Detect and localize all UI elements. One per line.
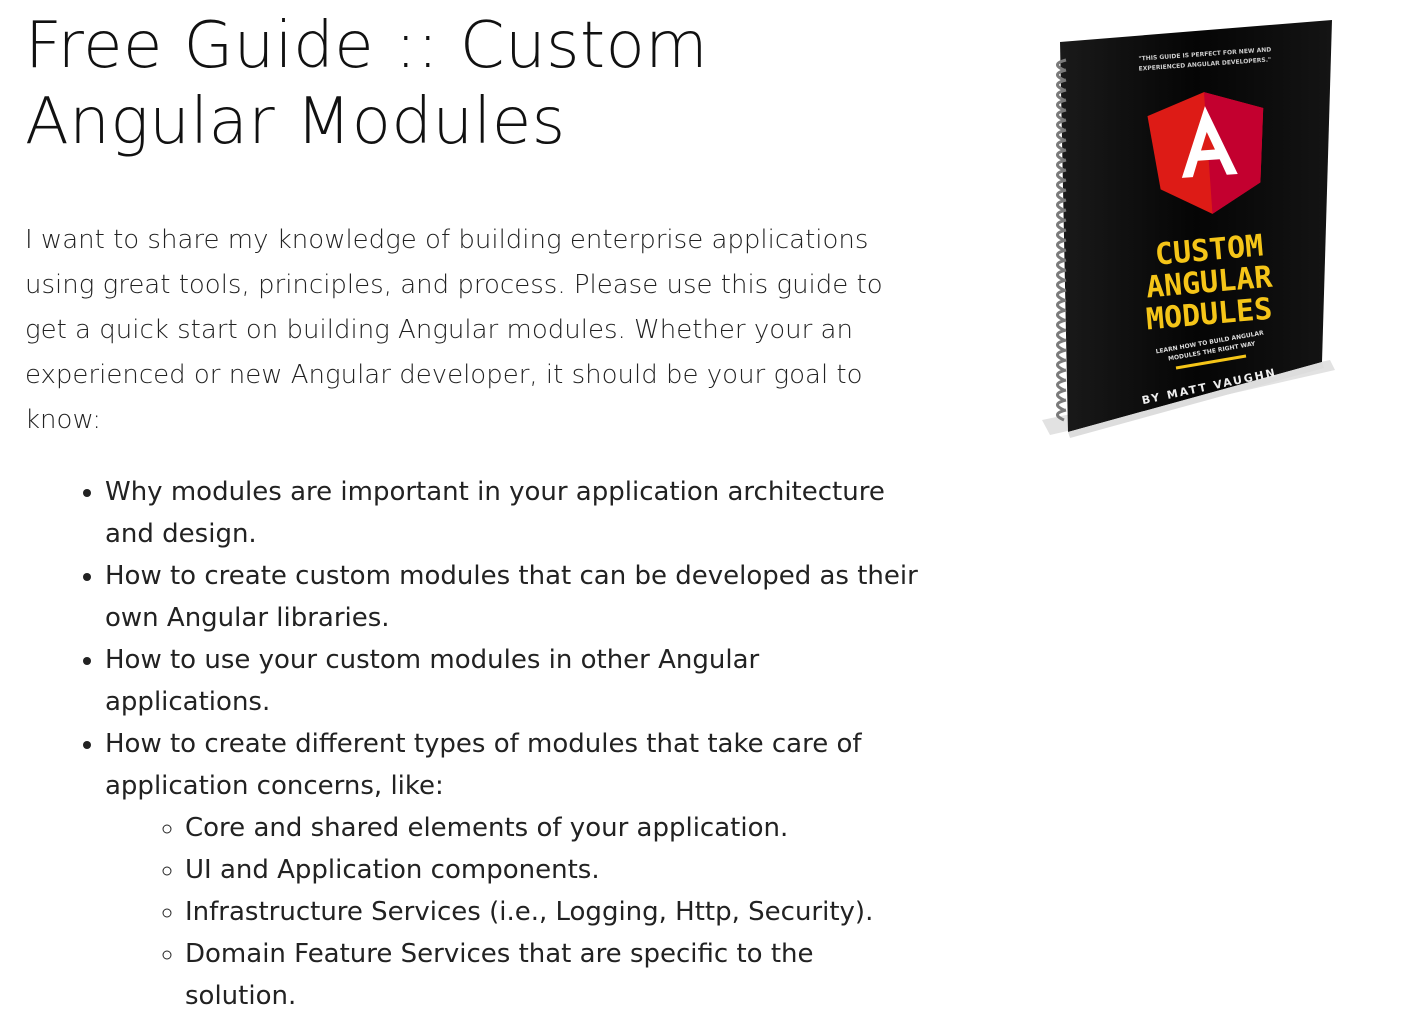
intro-paragraph: I want to share my knowledge of building…	[25, 225, 883, 435]
sub-list-item: UI and Application components.	[185, 849, 925, 891]
spiral-binding-icon	[1056, 58, 1067, 422]
list-item: Why modules are important in your applic…	[105, 471, 925, 555]
main-content: Free Guide :: Custom Angular Modules I w…	[25, 0, 945, 1017]
list-item: How to create custom modules that can be…	[105, 555, 925, 639]
book-page-edge	[1068, 362, 1324, 438]
benefits-list: Why modules are important in your applic…	[25, 471, 925, 1017]
ebook-cover-image[interactable]: "THIS GUIDE IS PERFECT FOR NEW AND EXPER…	[1030, 20, 1340, 440]
book-divider	[1175, 354, 1247, 370]
book-cover	[1060, 20, 1332, 432]
list-item-with-sublist: How to create different types of modules…	[105, 723, 925, 1017]
sub-list-item: Domain Feature Services that are specifi…	[185, 933, 925, 1017]
sub-list-item: Infrastructure Services (i.e., Logging, …	[185, 891, 925, 933]
list-item: How to use your custom modules in other …	[105, 639, 925, 723]
sub-list-item: Core and shared elements of your applica…	[185, 807, 925, 849]
angular-logo-icon	[1147, 92, 1264, 214]
list-item-text: How to create different types of modules…	[105, 729, 862, 801]
sub-list: Core and shared elements of your applica…	[105, 807, 925, 1017]
page-title: Free Guide :: Custom Angular Modules	[25, 9, 709, 159]
